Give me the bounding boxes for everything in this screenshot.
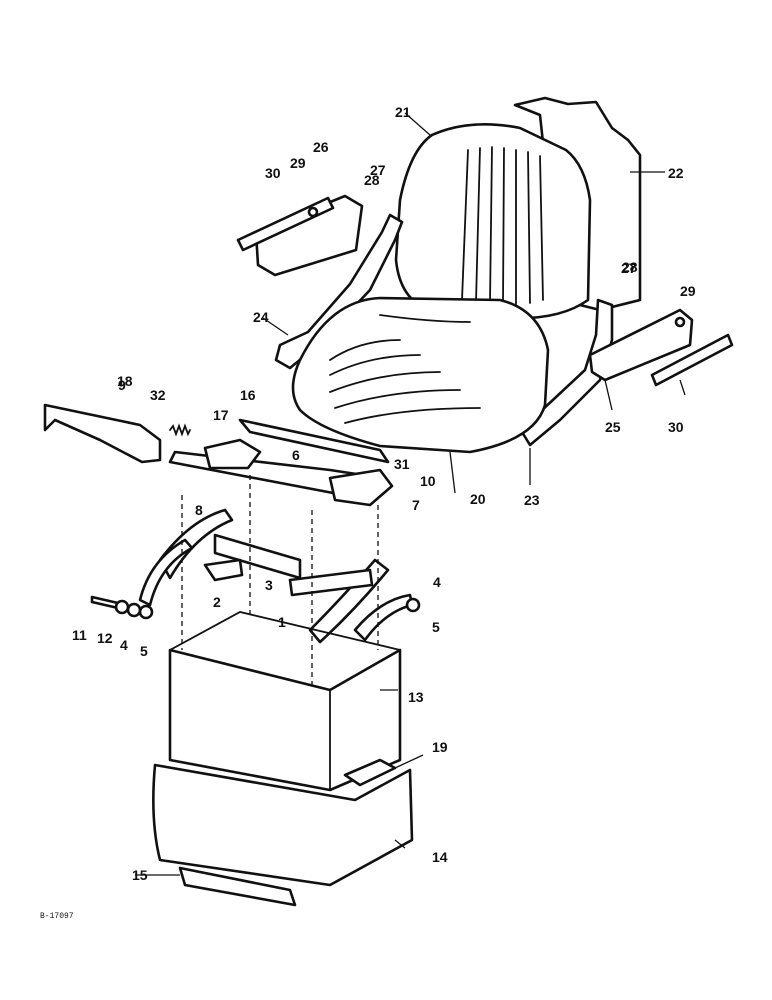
- latch-10: [328, 468, 394, 507]
- housing-top-edge: [169, 611, 401, 651]
- callout-23: 23: [524, 492, 540, 508]
- callout-4: 4: [120, 637, 128, 653]
- armrest-pad-right: [650, 333, 734, 387]
- callout-29: 29: [290, 155, 306, 171]
- callout-6: 6: [292, 447, 300, 463]
- knob-left: [307, 206, 319, 218]
- callout-17: 17: [213, 407, 229, 423]
- callout-31: 31: [394, 456, 410, 472]
- assembly-lines: [181, 475, 379, 690]
- bracket-2: [203, 558, 244, 582]
- mounting-bracket: [43, 403, 162, 464]
- base-cover: [152, 763, 414, 887]
- callout-18: 18: [117, 373, 133, 389]
- callout-28: 28: [364, 172, 380, 188]
- callout-5: 5: [432, 619, 440, 635]
- callout-10: 10: [420, 473, 436, 489]
- callout-29: 29: [680, 283, 696, 299]
- cross-tube-lower: [288, 568, 374, 597]
- leader-lines: [135, 112, 686, 876]
- callout-7: 7: [412, 497, 420, 513]
- callout-24: 24: [253, 309, 269, 325]
- callout-11: 11: [72, 627, 87, 643]
- callout-25: 25: [605, 419, 621, 435]
- callout-22: 22: [668, 165, 684, 181]
- callout-21: 21: [395, 104, 411, 120]
- spring: [169, 423, 191, 437]
- armrest-bracket-left: [274, 213, 404, 370]
- callout-3: 3: [265, 577, 273, 593]
- callout-15: 15: [132, 867, 148, 883]
- callout-28: 28: [622, 259, 638, 275]
- callout-8: 8: [195, 502, 203, 518]
- callout-30: 30: [265, 165, 281, 181]
- callout-1: 1: [278, 614, 286, 630]
- callout-9: 9: [118, 377, 126, 393]
- linkage-arm-4: [138, 538, 194, 607]
- callout-5: 5: [140, 643, 148, 659]
- callout-32: 32: [150, 387, 166, 403]
- nut-5: [138, 604, 154, 620]
- drawing-number: B-17097: [40, 912, 74, 921]
- callout-2: 2: [213, 594, 221, 610]
- callout-19: 19: [432, 739, 448, 755]
- latch-17: [203, 438, 262, 470]
- callout-27: 27: [370, 162, 386, 178]
- callout-27: 27: [621, 260, 637, 276]
- callout-13: 13: [408, 689, 424, 705]
- seat-cushion: [291, 296, 550, 454]
- callout-14: 14: [432, 849, 448, 865]
- slide-rail: [238, 418, 390, 464]
- callout-16: 16: [240, 387, 256, 403]
- backrest-ribs: [461, 146, 544, 305]
- seat-cushion-ribs: [329, 314, 481, 424]
- knob-right: [674, 316, 686, 328]
- armrest-right: [588, 308, 694, 382]
- nut-5-right: [405, 597, 421, 613]
- callout-20: 20: [470, 491, 486, 507]
- callout-30: 30: [668, 419, 684, 435]
- callout-4: 4: [433, 574, 441, 590]
- armrest-left: [254, 194, 364, 277]
- callout-26: 26: [313, 139, 329, 155]
- callout-12: 12: [97, 630, 113, 646]
- base-bracket: [178, 866, 297, 907]
